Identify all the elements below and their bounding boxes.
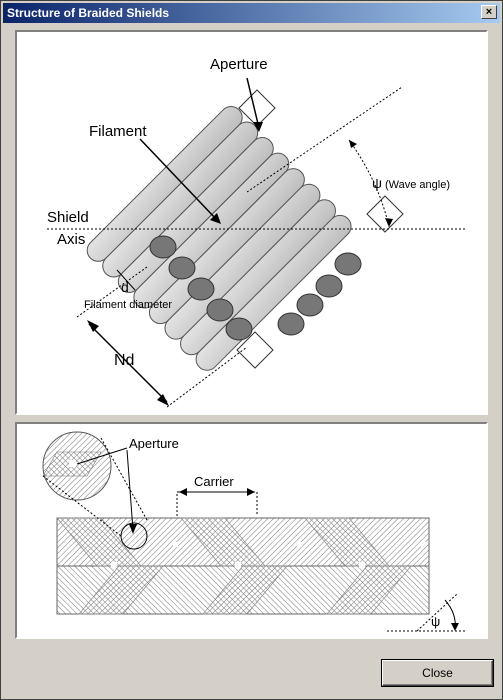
d-dimension-arrow: [116, 269, 136, 291]
aperture-highlight-circle: [120, 522, 148, 550]
close-icon[interactable]: ×: [481, 5, 497, 19]
nd-label: Nd: [114, 352, 134, 369]
carrier-bracket: [176, 491, 258, 516]
d-label: d: [121, 279, 129, 295]
filament-ends: [149, 235, 362, 341]
filament-pointer: [139, 138, 218, 221]
aperture-pointer-2: [126, 449, 134, 531]
carrier-label: Carrier: [194, 474, 234, 489]
carrier-diagram-panel: Aperture Carrier ψ: [15, 422, 488, 639]
window-title: Structure of Braided Shields: [7, 6, 170, 20]
braid-band: [56, 517, 430, 615]
filament-bundle: [86, 105, 352, 371]
filament-diameter-label: Filament diameter: [84, 299, 172, 311]
aperture-label-bottom: Aperture: [129, 436, 179, 451]
aperture-pointer: [246, 77, 260, 129]
filament-label: Filament: [89, 123, 147, 140]
axis-label: Axis: [57, 231, 85, 248]
braid-structure-diagram: Aperture Filament ψ (Wave angle) Shield …: [47, 56, 467, 408]
wave-angle-label: (Wave angle): [385, 179, 450, 191]
braid-carrier-diagram: Aperture Carrier ψ: [42, 431, 467, 632]
nd-dimension-arrow: [88, 323, 168, 403]
structure-diagram-panel: Aperture Filament ψ (Wave angle) Shield …: [15, 30, 488, 415]
shield-label: Shield: [47, 209, 89, 226]
psi-label: ψ: [431, 614, 440, 629]
aperture-label: Aperture: [210, 56, 268, 73]
title-bar: Structure of Braided Shields ×: [3, 3, 500, 23]
close-button[interactable]: Close: [382, 660, 493, 686]
wave-reference-line: [246, 86, 403, 193]
wave-angle-arc: [348, 139, 390, 228]
aperture-pointer-1: [76, 447, 128, 465]
wave-angle-symbol: ψ: [372, 175, 382, 191]
